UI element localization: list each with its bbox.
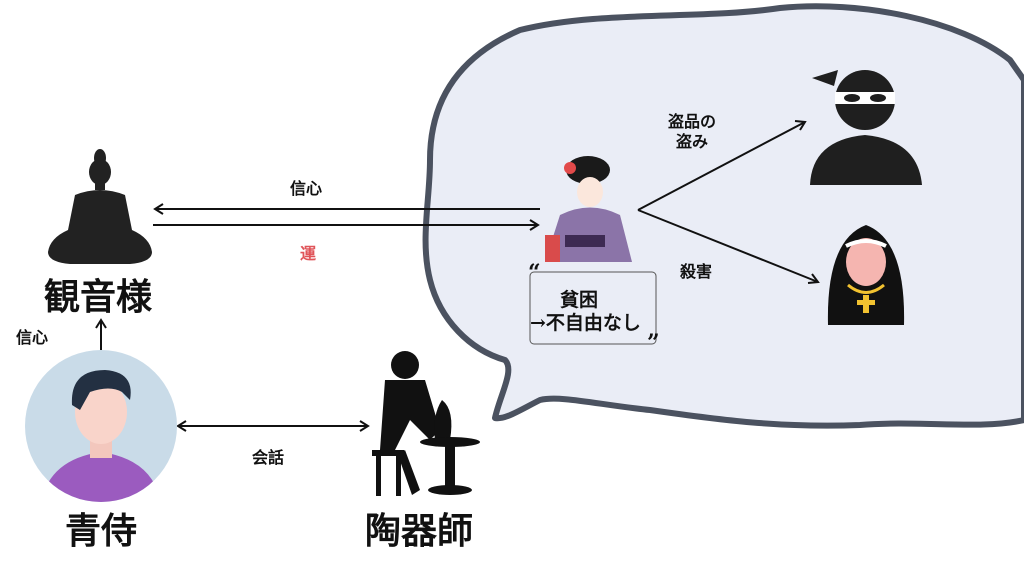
edge-luck-label: 運 [300, 244, 317, 263]
edge-murder-label: 殺害 [680, 262, 713, 281]
node-kannon-label: 観音様 [44, 276, 153, 318]
node-samurai-label: 青侍 [65, 510, 138, 552]
quote-line-1: 貧困 [560, 289, 599, 311]
arrow-luck-to-geisha [153, 219, 540, 231]
arrow-faith-to-kannon [153, 203, 540, 215]
geisha-icon [545, 156, 632, 262]
nun-icon [827, 225, 905, 325]
samurai-avatar [25, 350, 177, 502]
stolen-line-2: 盗み [676, 132, 709, 151]
thief-icon [810, 70, 922, 185]
arrow-to-nun [637, 209, 820, 284]
edge-conversation-label: 会話 [252, 448, 285, 467]
arrow-conversation [176, 420, 370, 432]
potter-icon [372, 351, 480, 496]
edge-faith-top-label: 信心 [290, 179, 323, 198]
edge-stolen-goods-label: 盗品の 盗み [668, 112, 716, 152]
arrow-samurai-to-kannon [95, 318, 107, 350]
thought-bubble [422, 3, 1024, 429]
node-potter-label: 陶器師 [365, 510, 474, 552]
edge-faith-left-label: 信心 [16, 328, 49, 347]
quote-close-mark: ” [647, 330, 660, 356]
arrow-to-thief [637, 120, 807, 211]
stolen-line-1: 盗品の [668, 112, 717, 131]
quote-open-mark: “ [528, 260, 541, 286]
quote-box [529, 271, 657, 345]
buddha-icon [48, 149, 152, 264]
quote-line-2: →不自由なし [530, 312, 641, 334]
